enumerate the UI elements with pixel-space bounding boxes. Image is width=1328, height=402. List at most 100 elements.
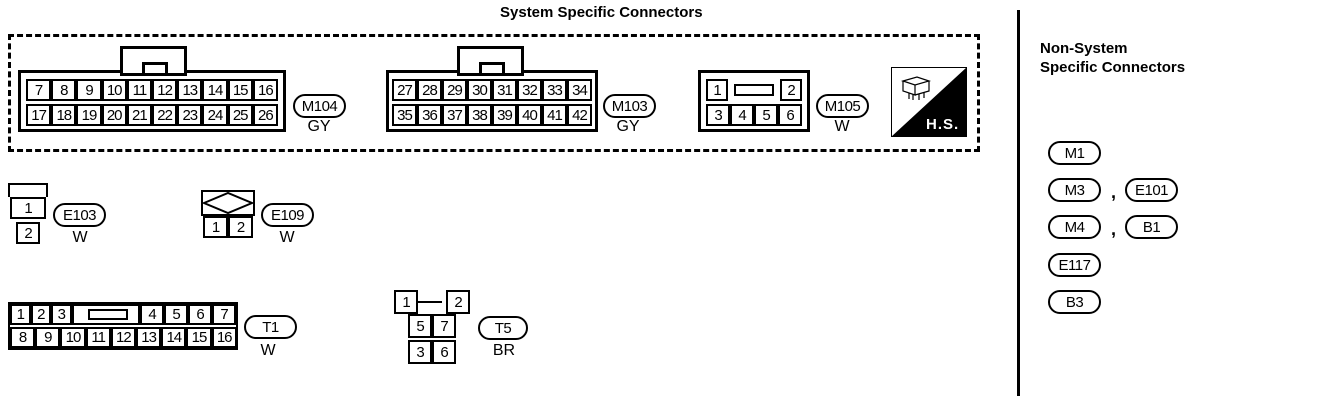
- connector-e109-diamond-icon: [201, 190, 255, 216]
- connector-t5-pin: 1: [394, 290, 418, 314]
- connector-t1-lock-slot: [88, 309, 128, 320]
- connector-m104-pin: 19: [76, 104, 102, 126]
- connector-m103-pin: 31: [492, 79, 517, 101]
- connector-m103-latch-inner: [479, 62, 505, 76]
- connector-m104-label: M104: [293, 94, 346, 118]
- connector-m105-label: M105: [816, 94, 869, 118]
- connector-m104-pin: 8: [51, 79, 77, 101]
- system-specific-title: System Specific Connectors: [500, 4, 703, 21]
- connector-m104-pin: 18: [51, 104, 77, 126]
- connector-m105-pin: 2: [780, 79, 802, 101]
- connector-m104-latch-inner: [142, 62, 168, 76]
- connector-m103-pin: 42: [567, 104, 592, 126]
- connector-m104-pin: 20: [101, 104, 127, 126]
- connector-m104-pin: 21: [126, 104, 152, 126]
- connector-t1-pin: 13: [136, 327, 162, 348]
- nonsystem-connector-b3: B3: [1048, 290, 1101, 314]
- connector-t5-color: BR: [492, 342, 516, 359]
- section-divider: [1017, 10, 1020, 396]
- connector-t1-pin: 2: [30, 304, 51, 325]
- connector-m104-pin: 14: [202, 79, 228, 101]
- connector-m105: [698, 70, 810, 132]
- connector-e103-cap: [8, 183, 48, 197]
- connector-e109-pin: 2: [228, 216, 253, 238]
- connector-m103-label: M103: [603, 94, 656, 118]
- non-system-specific-title: Non-System Specific Connectors: [1040, 39, 1185, 77]
- nonsystem-connector-m4: M4: [1048, 215, 1101, 239]
- nonsystem-connector-m3: M3: [1048, 178, 1101, 202]
- connector-m103-pin: 28: [417, 79, 442, 101]
- connector-t5-label: T5: [478, 316, 528, 340]
- connector-t1: [8, 302, 238, 350]
- nonsystem-separator: ,: [1111, 182, 1117, 202]
- harness-side-text: H.S.: [926, 116, 960, 133]
- connector-t1-pin: 16: [211, 327, 237, 348]
- connector-t5-pin: 2: [446, 290, 470, 314]
- connector-t5: [394, 290, 470, 366]
- connector-m105-pin: 6: [778, 104, 802, 126]
- connector-e109: [201, 190, 255, 240]
- connector-m105-pin: 5: [754, 104, 778, 126]
- nonsystem-connector-e117: E117: [1048, 253, 1101, 277]
- connector-m104-pin: 23: [177, 104, 203, 126]
- harness-side-badge: H.S.: [891, 67, 967, 137]
- connector-m103-pin: 33: [542, 79, 567, 101]
- connector-m104-pin: 9: [76, 79, 102, 101]
- connector-m104-pin: 12: [152, 79, 178, 101]
- connector-m104: [18, 46, 286, 132]
- connector-m104-pin: 10: [101, 79, 127, 101]
- connector-t1-color: W: [260, 342, 276, 359]
- connector-t5-bridge: [418, 301, 442, 303]
- nonsystem-connector-e101: E101: [1125, 178, 1178, 202]
- non-system-title-line2: Specific Connectors: [1040, 59, 1186, 76]
- connector-m105-pin: 4: [730, 104, 754, 126]
- connector-m103-color: GY: [616, 118, 640, 135]
- connector-m104-pin: 11: [126, 79, 152, 101]
- connector-t1-pin: 12: [110, 327, 136, 348]
- connector-m104-pin: 13: [177, 79, 203, 101]
- connector-m103-pin: 37: [442, 104, 467, 126]
- connector-m104-pin: 22: [152, 104, 178, 126]
- system-specific-group-box: [8, 34, 980, 152]
- connector-t5-pin: 5: [408, 314, 432, 338]
- connector-m104-pin: 17: [26, 104, 52, 126]
- connector-t1-pin: 11: [85, 327, 111, 348]
- connector-m104-pin: 15: [227, 79, 253, 101]
- connector-m104-color: GY: [307, 118, 331, 135]
- connector-t1-pin: 15: [186, 327, 212, 348]
- connector-m104-pin: 16: [252, 79, 278, 101]
- connector-e103: [8, 183, 48, 245]
- connector-e109-pin: 1: [203, 216, 228, 238]
- connector-e103-pin: 1: [10, 197, 46, 219]
- connector-t1-label: T1: [244, 315, 297, 339]
- connector-t1-pin: 6: [188, 304, 212, 325]
- harness-side-icon: [891, 67, 967, 137]
- connector-m103-pin: 38: [467, 104, 492, 126]
- connector-m103-pin: 30: [467, 79, 492, 101]
- connector-m103-pin: 41: [542, 104, 567, 126]
- nonsystem-connector-m1: M1: [1048, 141, 1101, 165]
- connector-t1-pin: 4: [140, 304, 164, 325]
- connector-t5-pin: 7: [432, 314, 456, 338]
- connector-t5-pin: 3: [408, 340, 432, 364]
- connector-m103: [386, 46, 598, 132]
- connector-t1-pin: 1: [10, 304, 31, 325]
- connector-m103-pin: 32: [517, 79, 542, 101]
- connector-m104-pin: 7: [26, 79, 52, 101]
- connector-e103-label: E103: [53, 203, 106, 227]
- connector-m103-pin: 36: [417, 104, 442, 126]
- connector-t1-pin: 3: [51, 304, 72, 325]
- connector-m104-pin: 24: [202, 104, 228, 126]
- connector-m105-pin: 1: [706, 79, 728, 101]
- connector-m103-pin: 39: [492, 104, 517, 126]
- connector-m104-pin: 26: [252, 104, 278, 126]
- connector-m104-pin: 25: [227, 104, 253, 126]
- nonsystem-separator: ,: [1111, 219, 1117, 239]
- connector-m105-pin: 3: [706, 104, 730, 126]
- connector-m103-pin: 29: [442, 79, 467, 101]
- connector-t1-pin: 8: [10, 327, 36, 348]
- connector-m103-pin: 34: [567, 79, 592, 101]
- connector-e109-label: E109: [261, 203, 314, 227]
- connector-t1-pin: 7: [212, 304, 236, 325]
- connector-m105-color: W: [834, 118, 850, 135]
